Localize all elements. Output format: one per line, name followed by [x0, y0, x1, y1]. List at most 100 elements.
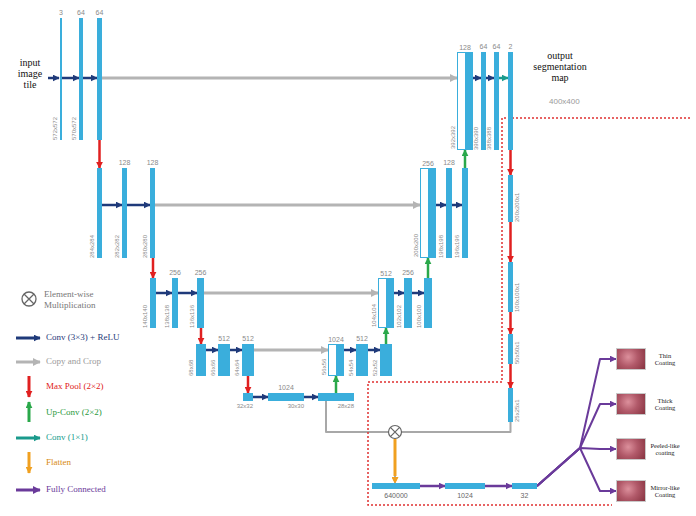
legend-item: Conv (3×3) + ReLU — [46, 332, 119, 343]
output-label: output segmentation map — [530, 50, 590, 83]
multiply-symbol — [389, 426, 402, 439]
max-pool-arrow — [98, 140, 101, 168]
conv-arrow — [412, 292, 424, 295]
feature-map: 52x52 — [380, 344, 392, 376]
up-conv-arrow — [335, 376, 338, 393]
legend-item: Fully Connected — [46, 484, 106, 495]
map-size: 32x32 — [237, 403, 253, 410]
map-size: 196x196 — [454, 235, 461, 258]
legend-text: Fully Connected — [46, 484, 106, 494]
classification-arrow — [537, 448, 616, 491]
vector-length: 1024 — [457, 492, 473, 500]
feature-map: 128282x282 — [122, 168, 127, 258]
conv1x1-arrow — [499, 77, 508, 80]
class-image: Thin Coating — [616, 348, 646, 370]
classification-arrow — [537, 404, 616, 486]
map-size: 140x140 — [142, 305, 149, 328]
copy-crop-arrow — [155, 204, 420, 207]
channel-count: 64 — [480, 43, 488, 51]
legend-text: Flatten — [46, 457, 71, 467]
feature-map: 196x196 — [462, 168, 468, 258]
legend-text: Max Pool (2×2) — [46, 381, 104, 391]
vector-length: 640000 — [384, 492, 407, 500]
map-size: 30x30 — [288, 403, 304, 410]
merge-connector — [326, 401, 395, 483]
fully-connected-arrow — [420, 485, 445, 488]
classification-arrow — [537, 448, 616, 486]
channel-count: 512 — [242, 335, 254, 343]
feature-map: 51266x66 — [218, 344, 230, 376]
map-size: 138x138 — [164, 305, 171, 328]
map-size: 28x28 — [338, 403, 354, 410]
channel-count: 128 — [147, 159, 159, 167]
feature-map: 64570x572 — [79, 18, 83, 140]
feature-map: 28x28 — [318, 393, 354, 401]
conv-arrow — [62, 77, 79, 80]
map-size: 100x100 — [416, 305, 423, 328]
channel-count: 256 — [195, 269, 207, 277]
feature-map: 32x32 — [243, 393, 253, 401]
map-size: 284x284 — [89, 235, 96, 258]
map-size: 280x280 — [142, 235, 149, 258]
feature-map: 256138x138 — [172, 278, 178, 328]
size-label: 400x400 — [549, 97, 580, 106]
max-pool-arrow — [200, 328, 203, 344]
map-size: 50x50x1 — [514, 341, 521, 364]
multiply-circle — [22, 292, 36, 306]
feature-map: 128198x198 — [446, 168, 452, 258]
up-conv-arrow — [427, 258, 430, 278]
map-size: 25x25x1 — [514, 399, 521, 422]
feature-map: 200x200x1 — [508, 175, 513, 222]
legend-item: Copy and Crop — [46, 356, 101, 367]
map-size: 54x54 — [348, 360, 355, 376]
channel-count: 3 — [59, 9, 63, 17]
legend-text: Up-Conv (2×2) — [46, 407, 102, 417]
feature-map: 128280x280 — [150, 168, 155, 258]
merge-connector — [395, 422, 511, 483]
multiply-cross — [24, 294, 34, 304]
classification-arrow — [537, 359, 616, 486]
map-size: 198x198 — [438, 235, 445, 258]
feature-map: 64 — [97, 18, 102, 140]
legend-conv1x1-arrow — [16, 437, 40, 440]
map-size: 52x52 — [372, 360, 379, 376]
max-pool-arrow — [152, 258, 155, 278]
max-pool-arrow — [509, 150, 512, 175]
feature-map: 64390x390 — [481, 52, 486, 150]
legend-item: Max Pool (2×2) — [46, 381, 104, 392]
map-size: 68x68 — [188, 360, 195, 376]
conv-arrow — [473, 77, 481, 80]
legend-upconv-arrow — [28, 402, 31, 422]
multiply-cross — [390, 427, 399, 436]
feature-map: 2 — [508, 52, 513, 150]
plain-label: input image tile — [12, 57, 48, 90]
conv-arrow — [178, 292, 197, 295]
channel-count: 1024 — [328, 336, 344, 344]
max-pool-arrow — [509, 222, 512, 262]
conv-arrow — [83, 77, 97, 80]
channel-count: 256 — [422, 160, 434, 168]
channel-count: 2 — [509, 43, 513, 51]
legend-item: Flatten — [46, 457, 71, 468]
feature-map: 640000 — [372, 483, 420, 489]
conv-arrow — [156, 292, 172, 295]
conv-arrow — [253, 396, 268, 399]
legend-flatten-arrow — [28, 452, 31, 473]
up-conv-arrow — [385, 328, 388, 344]
conv-arrow — [304, 396, 318, 399]
map-size: 200x200x1 — [514, 193, 521, 222]
max-pool-arrow — [247, 376, 250, 393]
map-size: 390x390 — [473, 127, 480, 150]
conv-arrow — [230, 349, 242, 352]
class-name: Mirror-like Coating — [648, 484, 682, 499]
feature-map: 64388x388 — [494, 52, 499, 150]
feature-map: 25x25x1 — [508, 388, 513, 422]
class-image: Peeled-like coating — [616, 438, 646, 460]
map-size: 200x200 — [413, 234, 420, 257]
class-name: Thin Coating — [648, 352, 682, 367]
concat-feature-map: 256200x200 — [420, 168, 436, 258]
channel-count: 128 — [119, 159, 131, 167]
